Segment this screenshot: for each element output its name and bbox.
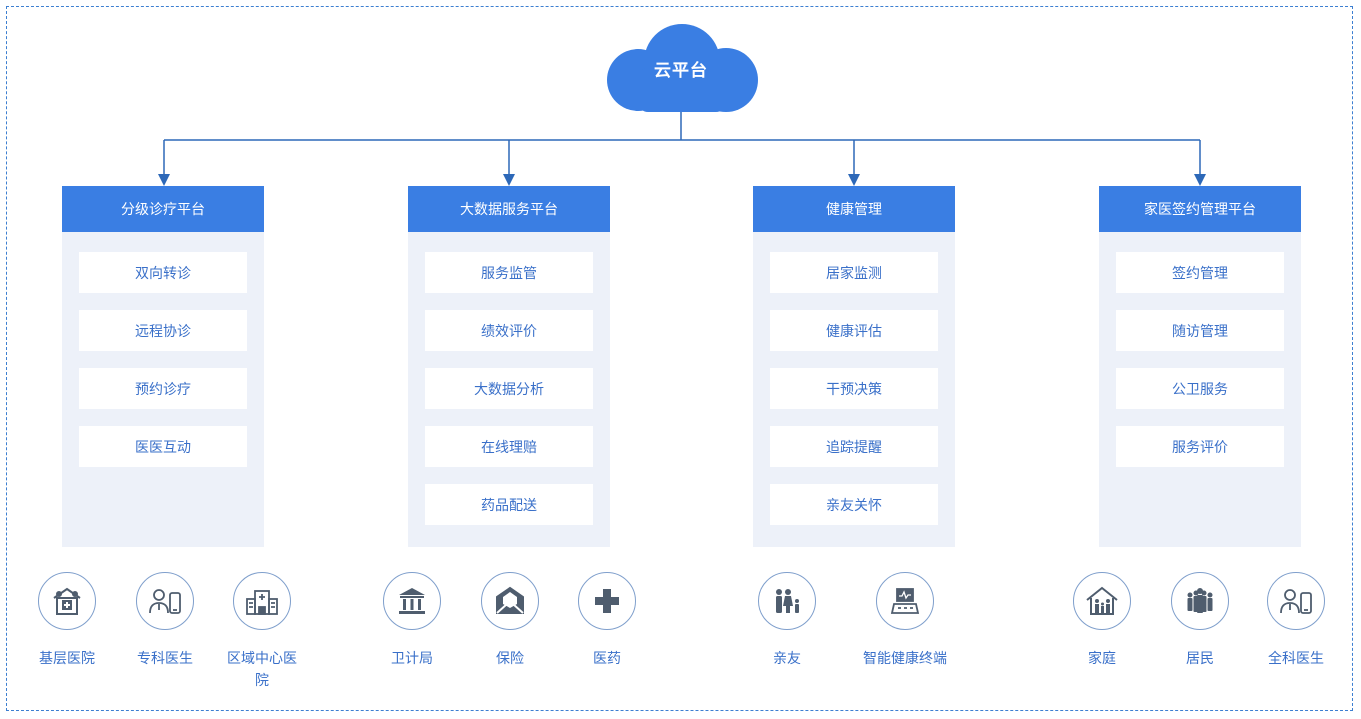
list-item: 预约诊疗 (79, 368, 247, 409)
government-building-icon (383, 572, 441, 630)
list-item: 追踪提醒 (770, 426, 938, 467)
insurance-envelope-icon (481, 572, 539, 630)
entity-label: 保险 (496, 651, 524, 667)
list-item: 居家监测 (770, 252, 938, 293)
entity-residents: 居民 (1152, 572, 1248, 670)
list-item: 签约管理 (1116, 252, 1284, 293)
column-big-data: 大数据服务平台 服务监管 绩效评价 大数据分析 在线理赔 药品配送 (408, 186, 610, 547)
clinic-building-icon (38, 572, 96, 630)
list-item: 药品配送 (425, 484, 593, 525)
column-title: 大数据服务平台 (408, 186, 610, 232)
doctor-phone-icon (136, 572, 194, 630)
entity-label: 基层医院 (39, 651, 95, 667)
list-item: 公卫服务 (1116, 368, 1284, 409)
entity-label: 医药 (593, 651, 621, 667)
health-terminal-icon (876, 572, 934, 630)
entity-pharmacy: 医药 (559, 572, 655, 670)
list-item: 服务监管 (425, 252, 593, 293)
list-item: 健康评估 (770, 310, 938, 351)
list-item: 医医互动 (79, 426, 247, 467)
column-family-doctor: 家医签约管理平台 签约管理 随访管理 公卫服务 服务评价 (1099, 186, 1301, 547)
list-item: 干预决策 (770, 368, 938, 409)
entity-health-bureau: 卫计局 (364, 572, 460, 670)
entity-regional-hospital: 区域中心医院 (214, 572, 310, 692)
entity-label: 全科医生 (1268, 651, 1324, 667)
column-title: 分级诊疗平台 (62, 186, 264, 232)
list-item: 双向转诊 (79, 252, 247, 293)
column-health-management: 健康管理 居家监测 健康评估 干预决策 追踪提醒 亲友关怀 (753, 186, 955, 547)
entity-label: 专科医生 (137, 651, 193, 667)
column-title: 家医签约管理平台 (1099, 186, 1301, 232)
dashed-frame (6, 6, 1353, 711)
entity-label: 家庭 (1088, 651, 1116, 667)
entity-insurance: 保险 (462, 572, 558, 670)
hospital-building-icon (233, 572, 291, 630)
list-item: 随访管理 (1116, 310, 1284, 351)
list-item: 亲友关怀 (770, 484, 938, 525)
family-icon (758, 572, 816, 630)
medical-cross-icon (578, 572, 636, 630)
column-tiered-diagnosis: 分级诊疗平台 双向转诊 远程协诊 预约诊疗 医医互动 (62, 186, 264, 547)
entity-label: 居民 (1186, 651, 1214, 667)
list-item: 在线理赔 (425, 426, 593, 467)
column-title: 健康管理 (753, 186, 955, 232)
list-item: 大数据分析 (425, 368, 593, 409)
doctor-phone-icon (1267, 572, 1325, 630)
cloud-label: 云平台 (654, 61, 708, 81)
entity-household: 家庭 (1054, 572, 1150, 670)
list-item: 绩效评价 (425, 310, 593, 351)
entity-smart-terminal: 智能健康终端 (857, 572, 953, 670)
entity-general-doctor: 全科医生 (1248, 572, 1344, 670)
list-item: 服务评价 (1116, 426, 1284, 467)
cloud-icon (607, 24, 758, 112)
entity-label: 智能健康终端 (863, 651, 947, 667)
entity-primary-hospital: 基层医院 (19, 572, 115, 670)
entity-relatives: 亲友 (739, 572, 835, 670)
entity-label: 亲友 (773, 651, 801, 667)
entity-label: 卫计局 (391, 651, 433, 667)
home-family-icon (1073, 572, 1131, 630)
list-item: 远程协诊 (79, 310, 247, 351)
residents-group-icon (1171, 572, 1229, 630)
entity-label: 区域中心医院 (227, 651, 297, 689)
entity-specialist: 专科医生 (117, 572, 213, 670)
